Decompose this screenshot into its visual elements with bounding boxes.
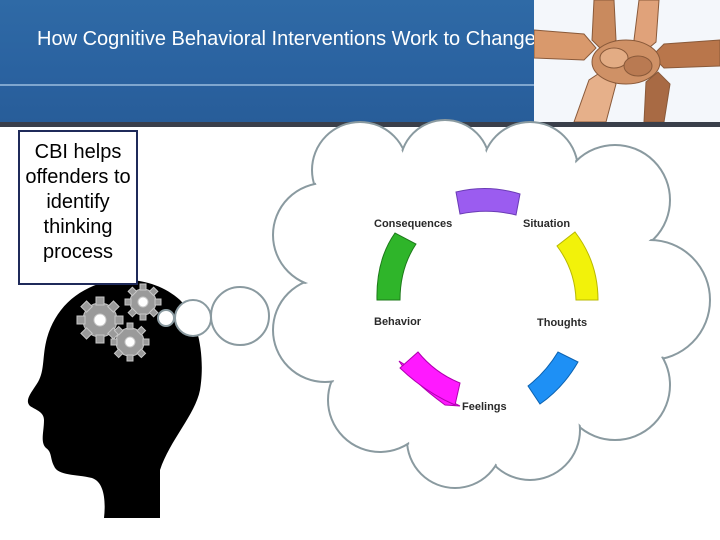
- cycle-arc-behavior: [376, 232, 417, 301]
- cycle-arc-thoughts: [527, 351, 579, 405]
- cycle-label-thoughts: Thoughts: [537, 317, 587, 329]
- joined-hands-image: [534, 0, 720, 122]
- cycle-diagram: Consequences Situation Thoughts Feelings…: [374, 187, 599, 413]
- thought-bubble: [157, 119, 711, 489]
- cycle-arc-feelings-body: [399, 351, 461, 406]
- banner-divider: [0, 84, 720, 86]
- cycle-label-behavior: Behavior: [374, 316, 422, 328]
- cycle-arc-consequences: [455, 187, 521, 216]
- cycle-arc-situation: [556, 231, 599, 301]
- callout-box: CBI helps offenders to identify thinking…: [18, 130, 138, 285]
- slide-title: How Cognitive Behavioral Interventions W…: [37, 28, 621, 50]
- cycle-label-feelings: Feelings: [462, 401, 507, 413]
- title-banner: How Cognitive Behavioral Interventions W…: [0, 0, 720, 122]
- cycle-label-consequences: Consequences: [374, 218, 452, 230]
- head-silhouette-icon: [27, 279, 202, 518]
- cycle-label-situation: Situation: [523, 218, 570, 230]
- gears-icon: [76, 283, 162, 362]
